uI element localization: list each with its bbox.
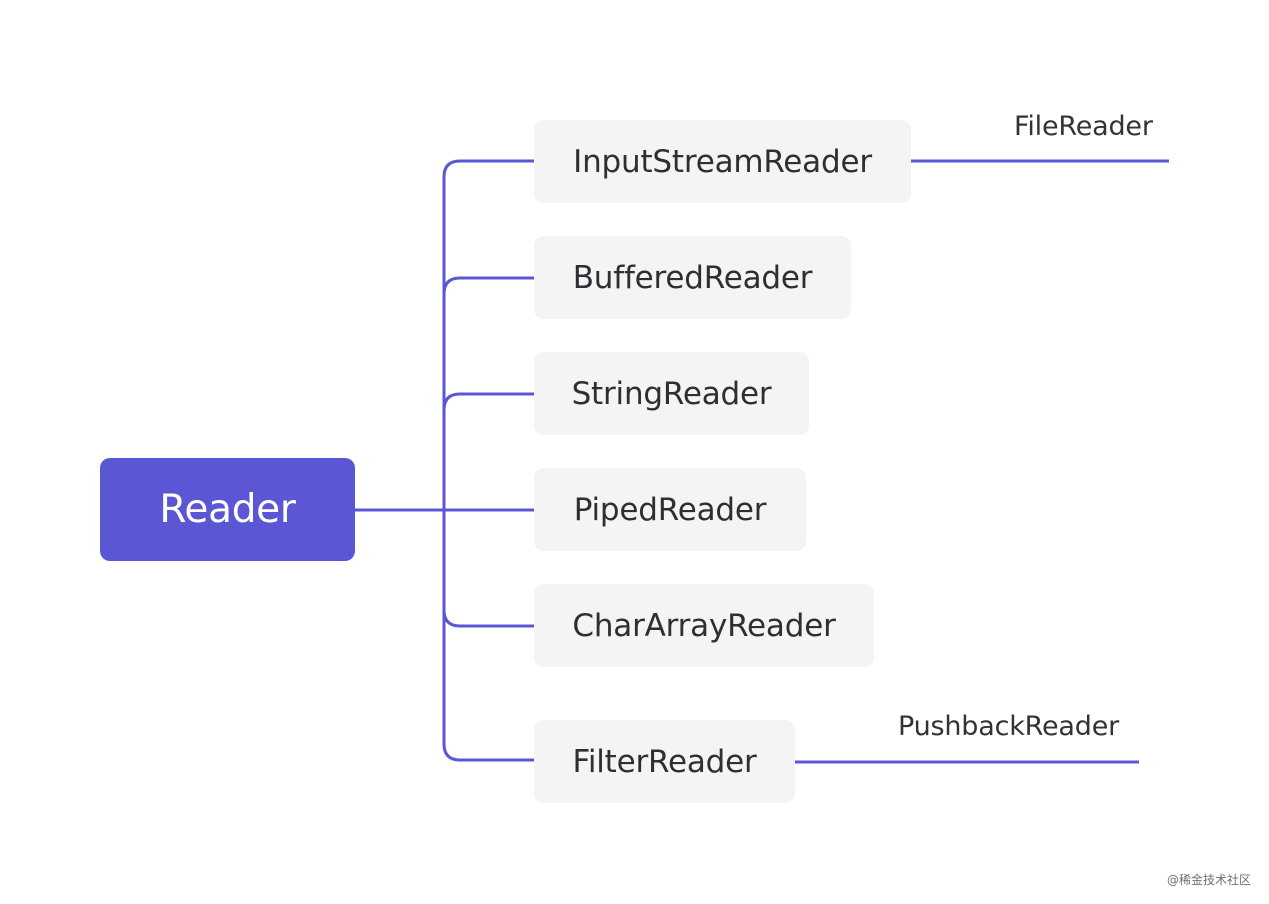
child-node-input-stream-reader[interactable]: InputStreamReader xyxy=(534,120,911,203)
root-node-reader[interactable]: Reader xyxy=(100,458,355,561)
child-node-label: StringReader xyxy=(571,375,772,412)
child-node-string-reader[interactable]: StringReader xyxy=(534,352,809,435)
child-node-label: CharArrayReader xyxy=(572,607,836,644)
child-node-char-array-reader[interactable]: CharArrayReader xyxy=(534,584,874,667)
child-node-label: PipedReader xyxy=(573,491,767,528)
branch-line-string-reader xyxy=(442,392,535,411)
watermark-text: @稀金技术社区 xyxy=(1166,873,1251,887)
leaf-node-file-reader[interactable]: FileReader xyxy=(1014,111,1153,142)
child-node-piped-reader[interactable]: PipedReader xyxy=(534,468,806,551)
child-node-buffered-reader[interactable]: BufferedReader xyxy=(534,236,851,319)
child-node-label: InputStreamReader xyxy=(573,143,872,180)
leaf-node-pushback-reader[interactable]: PushbackReader xyxy=(898,711,1120,742)
child-node-label: BufferedReader xyxy=(572,259,813,296)
child-node-label: FilterReader xyxy=(572,743,757,780)
root-node-label: Reader xyxy=(159,487,296,532)
branch-line-buffered-reader xyxy=(442,276,535,295)
child-node-filter-reader[interactable]: FilterReader xyxy=(534,720,795,803)
branch-line-top-curve xyxy=(442,159,535,762)
branch-line-char-array-reader xyxy=(442,609,535,628)
